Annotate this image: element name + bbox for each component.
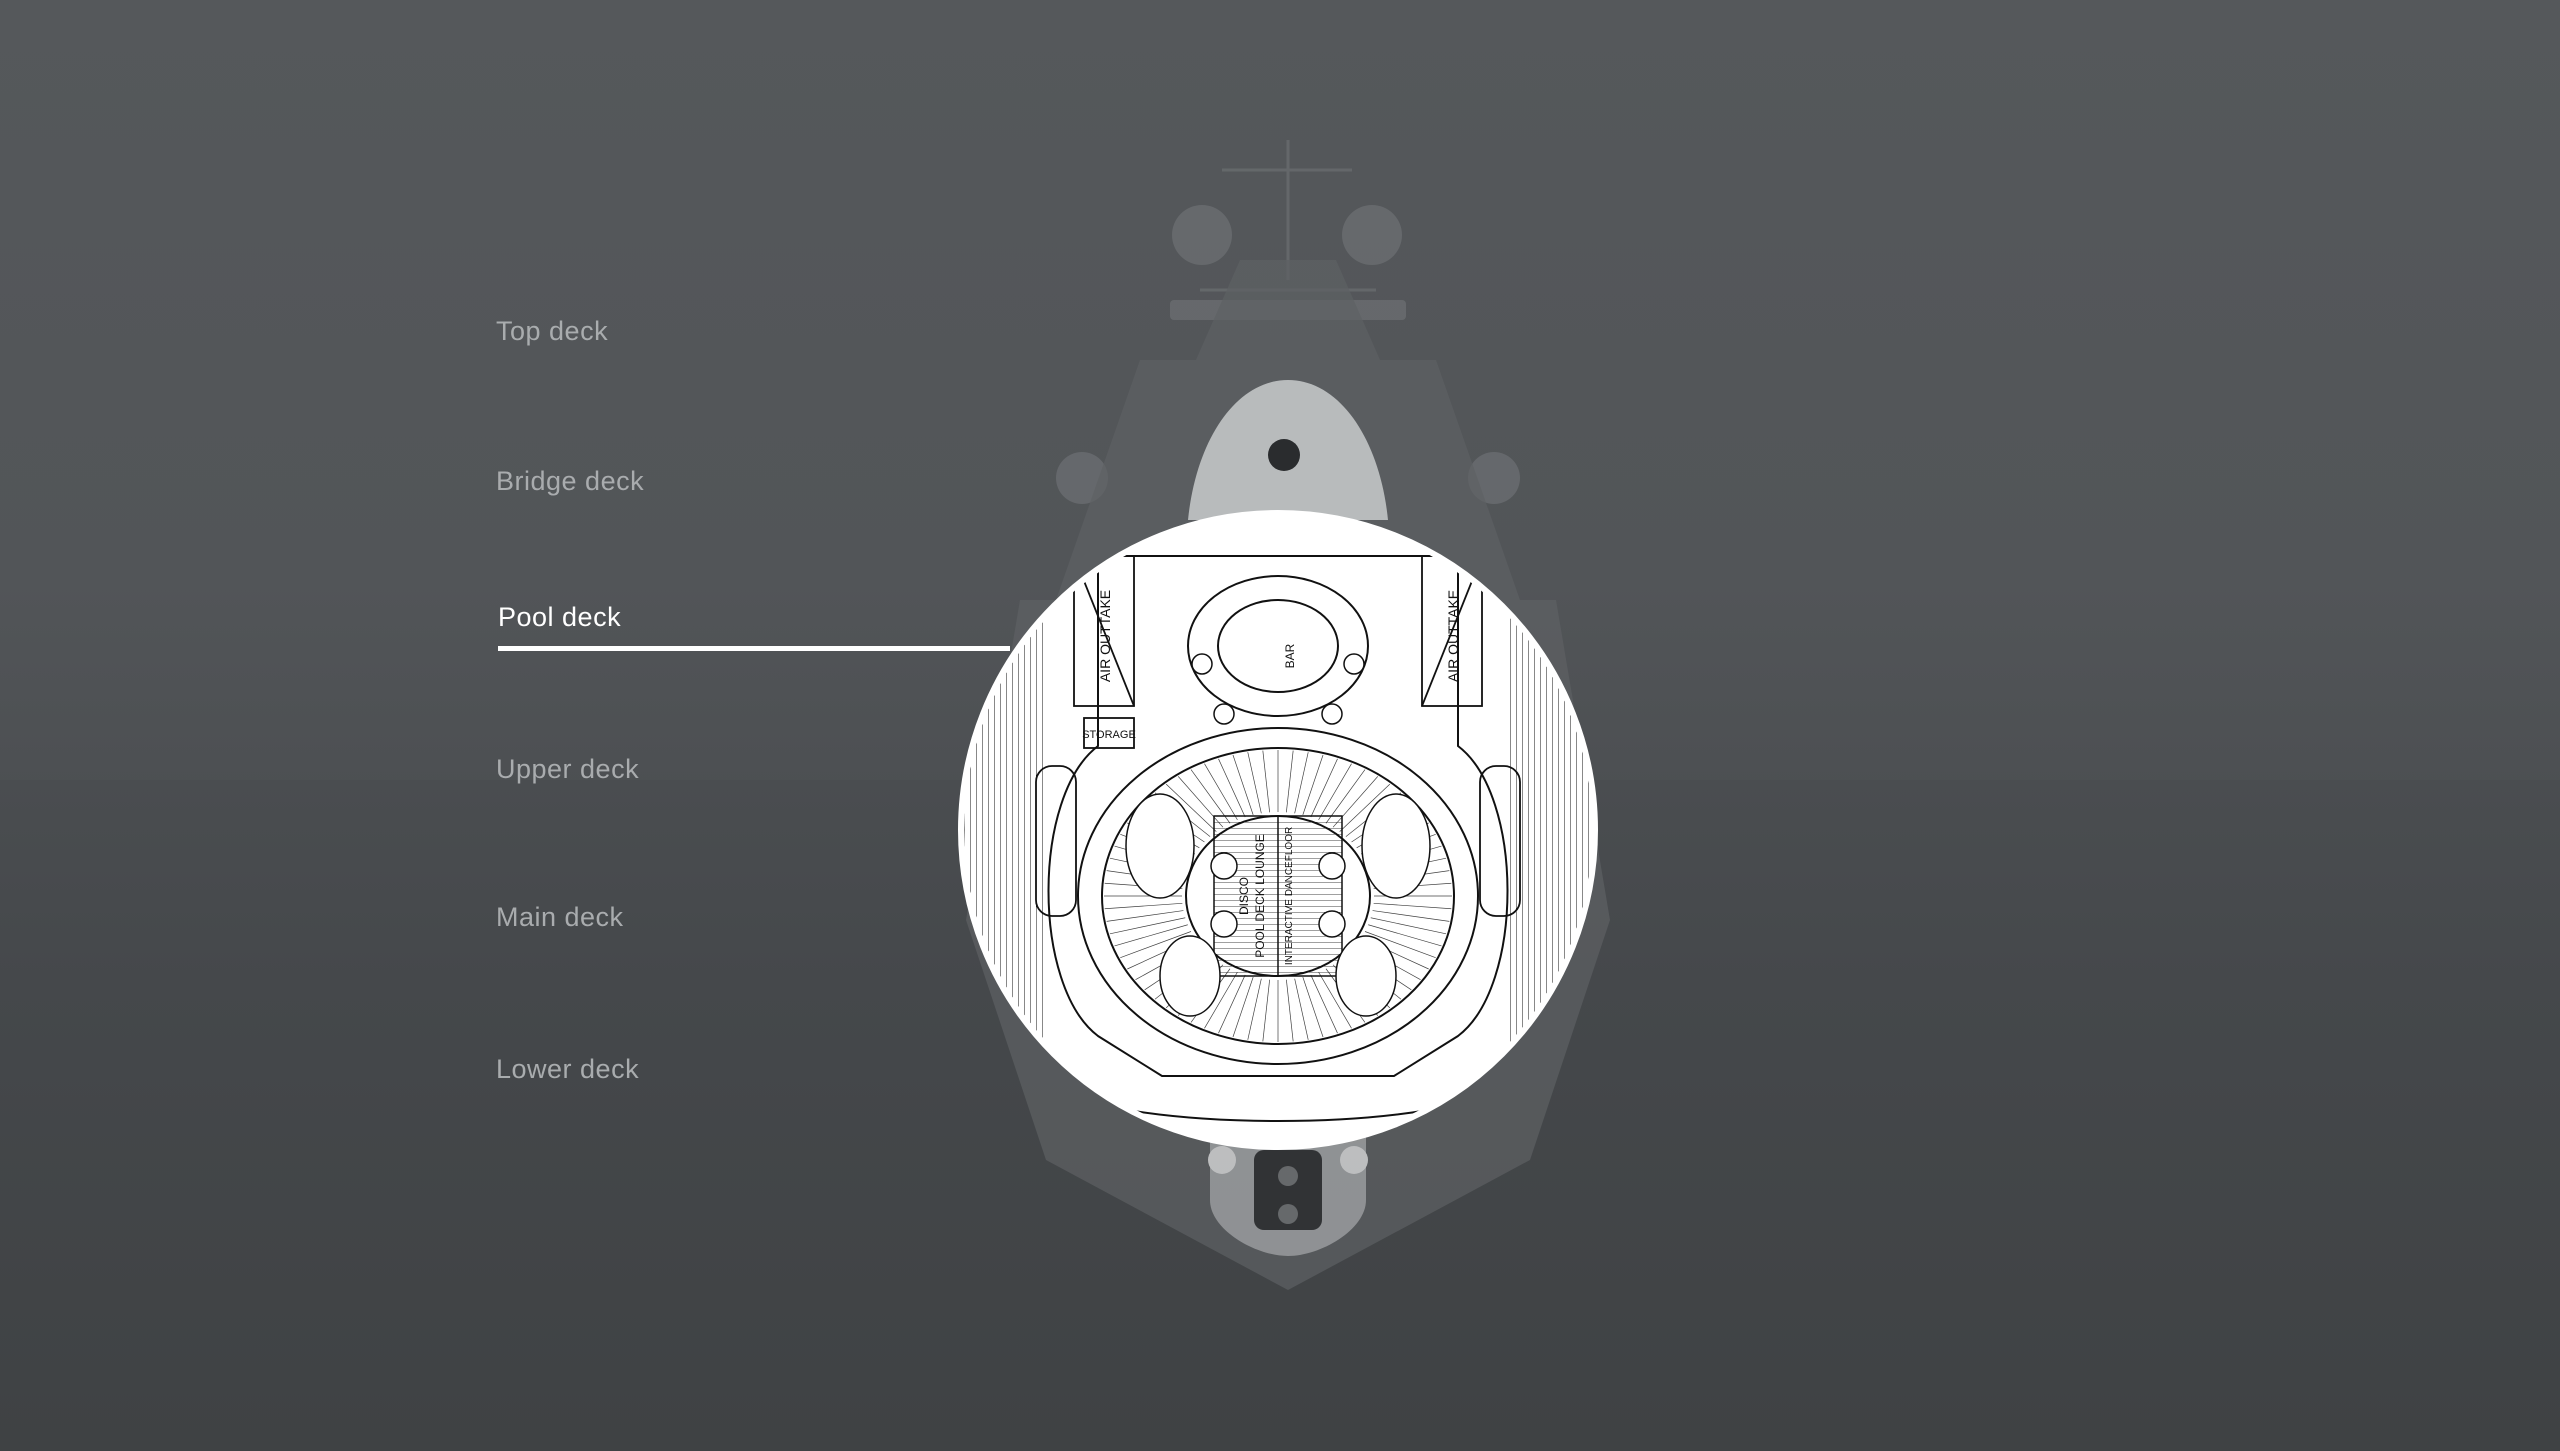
active-deck-indicator bbox=[498, 646, 1010, 651]
deck-item-upper-deck[interactable]: Upper deck bbox=[496, 754, 640, 784]
pool-deck-plan: AIR OUTTAKE AIR OUTTAKE STORAGE BAR DISC… bbox=[964, 516, 1592, 1144]
deck-plan-magnifier: AIR OUTTAKE AIR OUTTAKE STORAGE BAR DISC… bbox=[958, 510, 1598, 1150]
plan-label-pool-deck-lounge: POOL DECK LOUNGE bbox=[1253, 834, 1267, 958]
deck-item-top-deck[interactable]: Top deck bbox=[496, 316, 609, 346]
plan-label-bar: BAR bbox=[1283, 643, 1297, 668]
deck-item-lower-deck[interactable]: Lower deck bbox=[496, 1054, 640, 1084]
deck-item-main-deck[interactable]: Main deck bbox=[496, 902, 624, 932]
plan-label-disco: DISCO bbox=[1237, 877, 1251, 915]
plan-label-storage: STORAGE bbox=[1082, 729, 1136, 741]
deck-navigation: Top deck Bridge deck Pool deck Upper dec… bbox=[496, 300, 1036, 1100]
deck-item-pool-deck[interactable]: Pool deck bbox=[498, 602, 622, 632]
plan-label-interactive-dancefloor: INTERACTIVE DANCEFLOOR bbox=[1284, 827, 1295, 965]
plan-label-air-outtake-right: AIR OUTTAKE bbox=[1445, 590, 1461, 682]
deck-item-bridge-deck[interactable]: Bridge deck bbox=[496, 466, 645, 496]
plan-label-air-outtake-left: AIR OUTTAKE bbox=[1097, 590, 1113, 682]
